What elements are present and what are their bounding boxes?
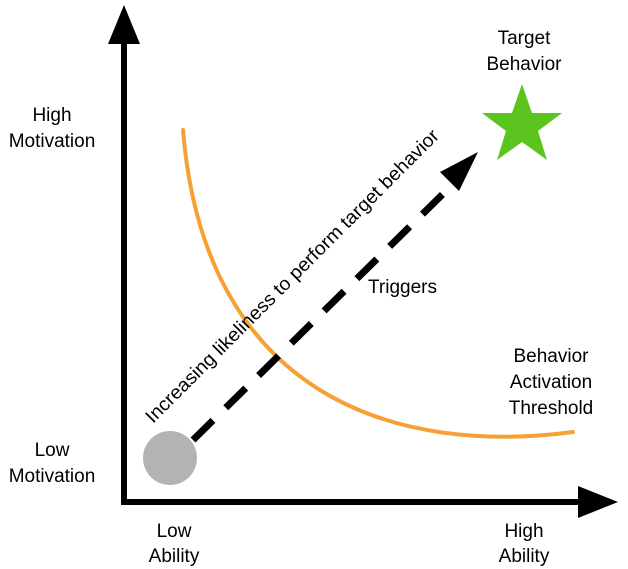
- x-axis-arrowhead: [578, 486, 618, 518]
- triggers-label: Triggers: [368, 277, 437, 298]
- high-motivation-line1: High: [32, 105, 71, 126]
- high-ability-line2: Ability: [499, 546, 550, 567]
- low-motivation-line2: Motivation: [9, 466, 96, 487]
- high-motivation-line2: Motivation: [9, 131, 96, 152]
- start-circle: [143, 431, 197, 485]
- target-label-line2: Behavior: [487, 54, 563, 75]
- trigger-arrow-head: [440, 152, 478, 191]
- threshold-label-line1: Behavior: [514, 346, 590, 367]
- star-icon: [482, 84, 562, 160]
- threshold-label-line2: Activation: [510, 372, 592, 393]
- target-label-line1: Target: [498, 28, 552, 49]
- trigger-arrow-line: [190, 182, 455, 443]
- threshold-curve: [181, 128, 575, 439]
- low-motivation-line1: Low: [35, 440, 70, 461]
- high-ability-line1: High: [504, 521, 543, 542]
- threshold-label-line3: Threshold: [509, 398, 594, 419]
- low-ability-line1: Low: [157, 521, 192, 542]
- y-axis-arrowhead: [108, 5, 140, 44]
- low-ability-line2: Ability: [149, 546, 200, 567]
